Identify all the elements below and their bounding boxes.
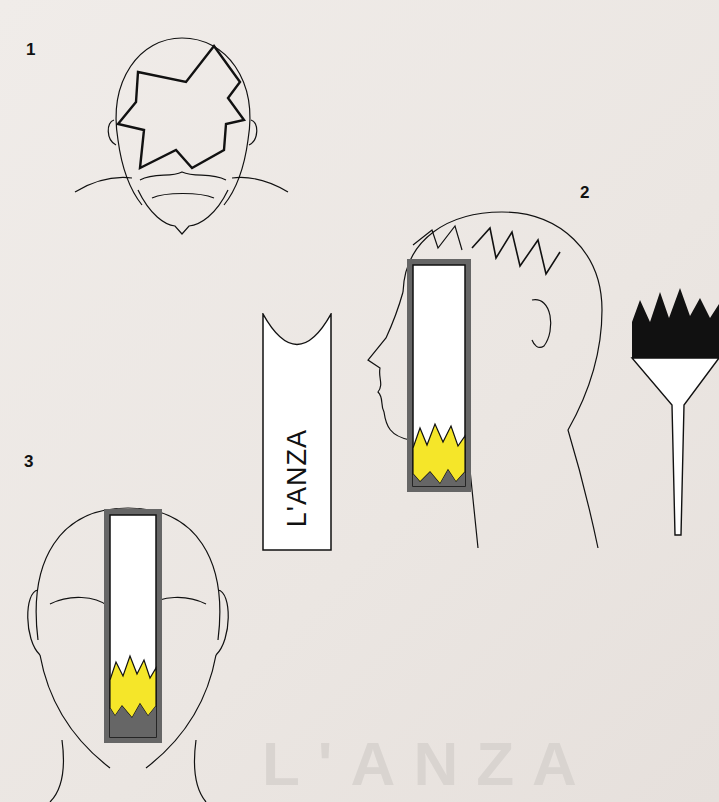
head-outline xyxy=(403,212,602,548)
foil-edge xyxy=(104,509,162,743)
step-number: 1 xyxy=(26,40,35,60)
brow-line xyxy=(140,172,226,180)
parting-line xyxy=(472,228,560,274)
colour-product xyxy=(413,424,465,484)
brand-name: L'ANZA xyxy=(262,429,332,527)
step-number: 3 xyxy=(24,452,33,472)
foil-edge xyxy=(110,704,156,737)
head-top-view xyxy=(75,38,288,234)
board-shape xyxy=(263,314,331,550)
shoulder-line xyxy=(75,178,132,192)
brush-bristles xyxy=(632,288,719,358)
foil-inner xyxy=(413,265,465,486)
step-number: 2 xyxy=(580,183,589,203)
neck-line xyxy=(50,740,64,802)
foil-inner xyxy=(110,515,156,737)
shoulder-line xyxy=(232,178,288,192)
watermark: L'ANZA xyxy=(262,728,595,799)
head-front-view xyxy=(28,508,229,802)
face-line xyxy=(152,194,214,199)
foil-edge xyxy=(407,259,471,492)
head-outline xyxy=(118,140,142,205)
ear xyxy=(28,590,40,655)
head-outline xyxy=(116,38,250,205)
face-outline xyxy=(40,655,110,768)
eyebrow xyxy=(50,597,108,606)
foil-edge xyxy=(413,470,465,486)
ear xyxy=(532,300,551,348)
colour-product xyxy=(110,656,156,718)
head-profile xyxy=(368,212,602,548)
ear xyxy=(249,120,257,145)
face-outline xyxy=(138,190,228,234)
brush-handle xyxy=(632,358,719,535)
foil-packet xyxy=(104,509,162,743)
ear xyxy=(216,590,228,655)
ear xyxy=(108,120,116,145)
colour-board: L'ANZA xyxy=(262,313,332,551)
foil-packet xyxy=(407,259,471,492)
section-outline xyxy=(118,46,244,168)
parting-line xyxy=(413,226,462,250)
neck-line xyxy=(194,740,206,802)
tint-brush xyxy=(632,288,719,535)
